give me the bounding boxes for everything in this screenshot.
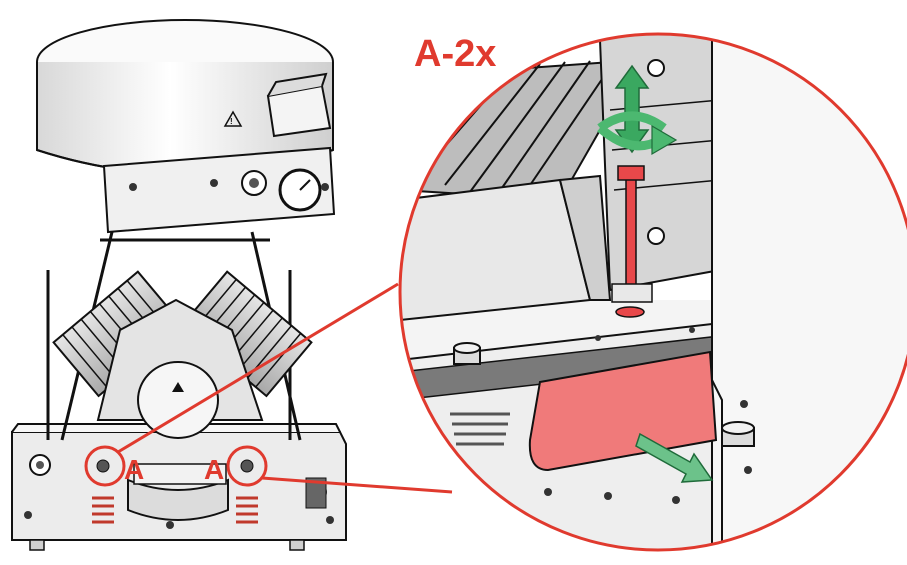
marker-label-left: A: [124, 454, 144, 485]
pressure-switch: [266, 72, 332, 138]
zoom-nut-left: [453, 342, 481, 365]
marker-circle-left: [84, 445, 126, 487]
svg-text:!: !: [230, 117, 233, 126]
warning-icon: [223, 110, 243, 127]
spring-left: [92, 496, 114, 524]
callout-title: A-2x: [414, 33, 496, 75]
callout-connector: [117, 282, 453, 494]
red-bolt: [611, 165, 653, 318]
rotate-arrow-icon: [597, 111, 678, 156]
compressor-overview: !: [11, 19, 347, 551]
zoom-circle-outline: [398, 32, 907, 552]
control-panel: [102, 146, 336, 234]
pull-out-arrow-icon: [635, 432, 714, 483]
air-tank: !: [36, 19, 334, 175]
spring-right: [236, 496, 258, 524]
base-plate: [11, 423, 347, 551]
zoom-detail: [398, 32, 907, 552]
zoom-springs: [450, 412, 510, 446]
up-down-arrow-icon: [614, 64, 650, 154]
marker-circle-right: [226, 445, 268, 487]
marker-label-right: A: [204, 454, 224, 485]
zoom-nut-right: [721, 421, 755, 447]
